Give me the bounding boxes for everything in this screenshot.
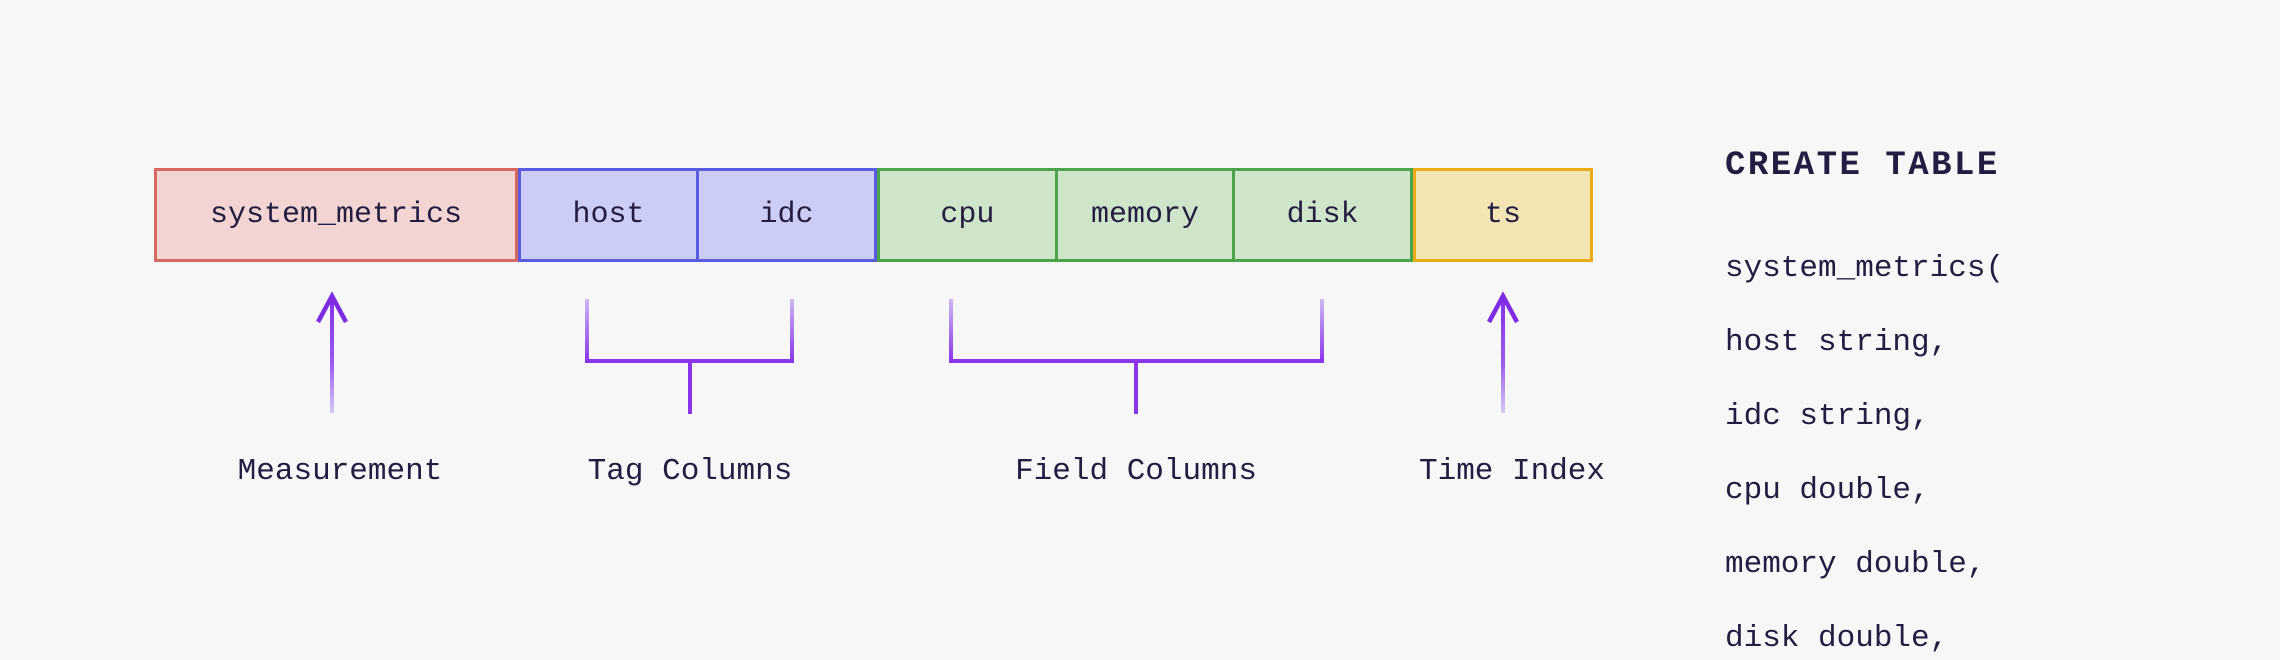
field-column-cell-cpu: cpu <box>940 198 995 232</box>
tag-columns-label: Tag Columns <box>587 454 793 489</box>
sql-line-host: host string, <box>1725 325 1949 360</box>
field-columns-label: Field Columns <box>1015 454 1257 489</box>
sql-line-cpu: cpu double, <box>1725 473 1930 508</box>
field-columns-group: cpu memory disk <box>877 168 1413 262</box>
tag-column-cell-idc: idc <box>696 171 874 259</box>
measurement-group: system_metrics <box>154 168 518 262</box>
field-column-cell-disk: disk <box>1232 171 1410 259</box>
time-index-arrow-icon <box>1487 291 1519 413</box>
sql-line-disk: disk double, <box>1725 621 1949 656</box>
measurement-label: Measurement <box>237 454 443 489</box>
tag-columns-group: host idc <box>518 168 877 262</box>
sql-line-table-name: system_metrics( <box>1725 251 2005 286</box>
field-column-cell-memory: memory <box>1054 171 1233 259</box>
sql-line-memory: memory double, <box>1725 547 1986 582</box>
sql-title: CREATE TABLE <box>1725 147 2000 185</box>
measurement-arrow-icon <box>316 291 348 413</box>
table-name-cell: system_metrics <box>209 198 463 232</box>
tag-column-cell-host: host <box>572 198 645 232</box>
sql-line-idc: idc string, <box>1725 399 1930 434</box>
field-columns-bracket-icon <box>949 299 1324 414</box>
time-index-cell: ts <box>1484 198 1521 232</box>
time-index-group: ts <box>1413 168 1593 262</box>
time-index-label: Time Index <box>1418 454 1606 489</box>
tag-columns-bracket-icon <box>585 299 794 414</box>
create-table-sql: CREATE TABLE system_metrics( host string… <box>1725 110 2171 660</box>
